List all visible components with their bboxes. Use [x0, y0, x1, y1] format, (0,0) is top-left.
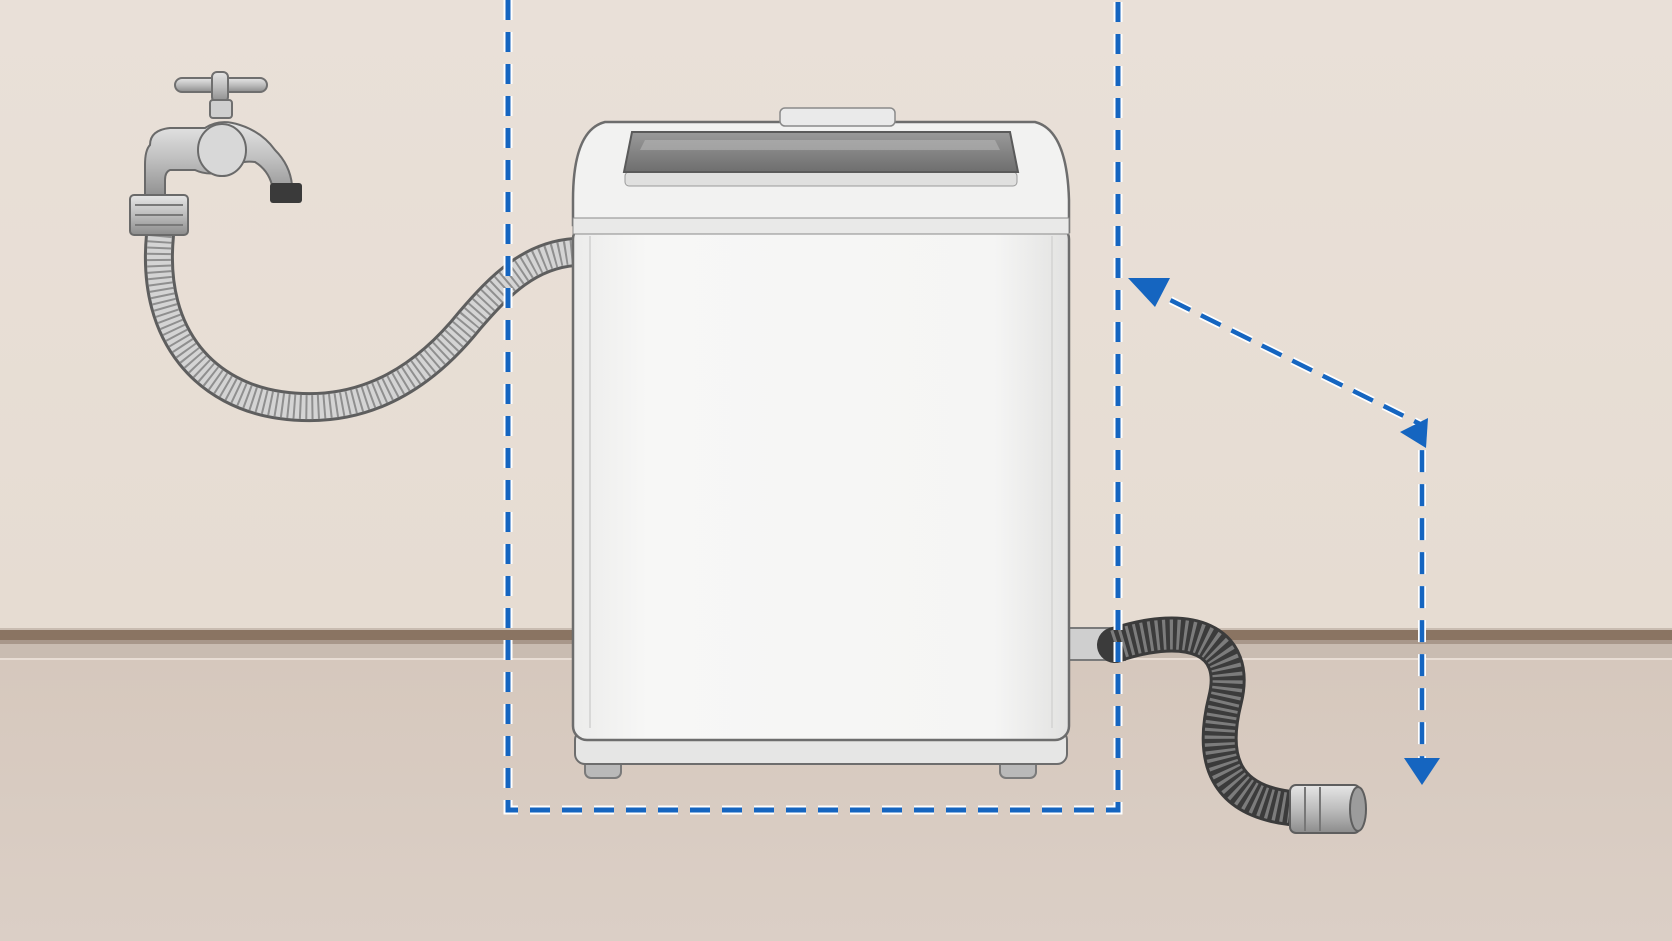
inlet-hose: [143, 220, 590, 423]
drain-hose: [1054, 616, 1367, 834]
dimension-arrow-icon: [1128, 278, 1440, 785]
faucet-icon: [129, 71, 302, 236]
washing-machine: [571, 107, 1071, 779]
clearance-boundary: [503, 0, 1123, 815]
